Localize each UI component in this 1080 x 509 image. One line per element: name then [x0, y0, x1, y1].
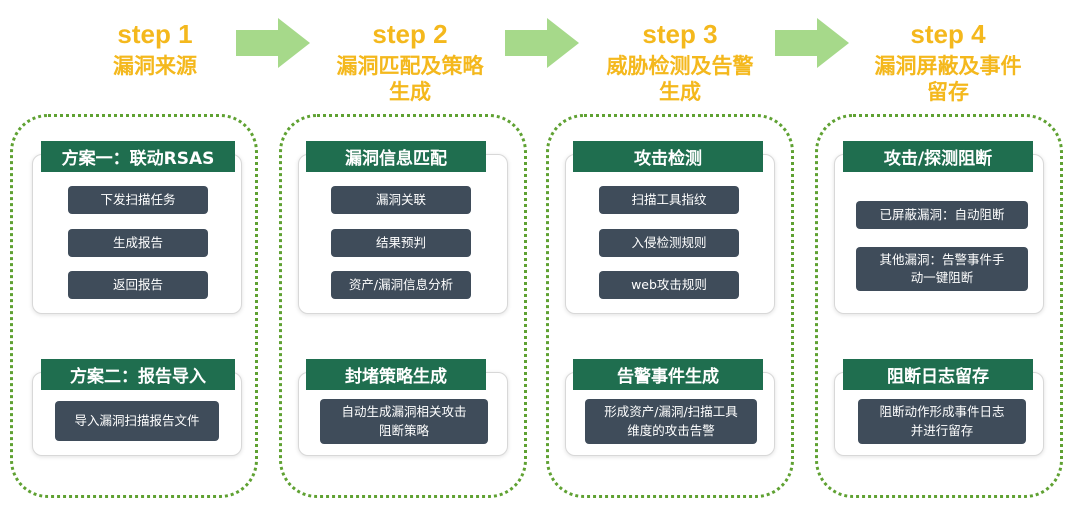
step-3-group [546, 114, 794, 498]
attack-block-header: 攻击/探测阻断 [843, 141, 1033, 172]
step-name: 威胁检测及告警 生成 [575, 53, 785, 106]
right-arrow-icon [236, 18, 310, 68]
step-number: step 3 [642, 19, 718, 49]
step-name: 漏洞来源 [113, 53, 197, 78]
vuln-match-header: 漏洞信息匹配 [306, 141, 486, 172]
step-2-title: step 2 漏洞匹配及策略 生成 [305, 20, 515, 105]
chip-web-rules: web攻击规则 [599, 271, 739, 299]
step-number: step 2 [372, 19, 448, 49]
chip-manual-block: 其他漏洞：告警事件手 动一键阻断 [856, 247, 1028, 291]
step-1-group [10, 114, 258, 498]
chip-import-report: 导入漏洞扫描报告文件 [55, 401, 219, 441]
chip-ids-rules: 入侵检测规则 [599, 229, 739, 257]
attack-detect-header: 攻击检测 [573, 141, 763, 172]
chip-auto-block: 已屏蔽漏洞：自动阻断 [856, 201, 1028, 229]
step-name-line: 生成 [659, 79, 701, 104]
chip-line: 自动生成漏洞相关攻击 [341, 404, 467, 420]
chip-result-prediction: 结果预判 [331, 229, 471, 257]
chip-line: 阻断策略 [378, 422, 429, 438]
right-arrow-icon [775, 18, 849, 68]
chip-line: 其他漏洞：告警事件手 [879, 251, 1005, 267]
chip-line: 动一键阻断 [910, 270, 974, 285]
chip-return-report: 返回报告 [68, 271, 208, 299]
step-1-title: step 1 漏洞来源 [55, 20, 255, 79]
block-policy-header: 封堵策略生成 [306, 359, 486, 390]
plan-2-header: 方案二：报告导入 [41, 359, 235, 390]
chip-alert-dimension: 形成资产/漏洞/扫描工具 维度的攻击告警 [585, 399, 757, 444]
chip-generate-report: 生成报告 [68, 229, 208, 257]
right-arrow-icon [505, 18, 579, 68]
step-number: step 1 [117, 19, 193, 49]
alert-event-header: 告警事件生成 [573, 359, 763, 390]
chip-auto-policy: 自动生成漏洞相关攻击 阻断策略 [320, 399, 488, 444]
step-name: 漏洞屏蔽及事件 留存 [843, 53, 1053, 106]
step-name-line: 留存 [927, 79, 969, 104]
chip-vuln-link: 漏洞关联 [331, 186, 471, 214]
chip-scan-task: 下发扫描任务 [68, 186, 208, 214]
chip-line: 形成资产/漏洞/扫描工具 [604, 404, 738, 420]
chip-log-retention: 阻断动作形成事件日志 并进行留存 [858, 399, 1026, 444]
block-log-header: 阻断日志留存 [843, 359, 1033, 390]
step-number: step 4 [910, 19, 986, 49]
step-name-line: 漏洞匹配及策略 [336, 53, 484, 78]
step-name-line: 威胁检测及告警 [606, 53, 754, 78]
step-name: 漏洞匹配及策略 生成 [305, 53, 515, 106]
step-2-group [279, 114, 527, 498]
chip-line: 维度的攻击告警 [627, 422, 715, 438]
chip-line: 阻断动作形成事件日志 [879, 404, 1005, 420]
step-name-line: 漏洞屏蔽及事件 [874, 53, 1022, 78]
step-4-group [815, 114, 1063, 498]
step-name-line: 生成 [389, 79, 431, 104]
chip-line: 并进行留存 [910, 422, 974, 438]
step-3-title: step 3 威胁检测及告警 生成 [575, 20, 785, 105]
chip-scan-fingerprint: 扫描工具指纹 [599, 186, 739, 214]
step-4-title: step 4 漏洞屏蔽及事件 留存 [843, 20, 1053, 105]
chip-asset-analysis: 资产/漏洞信息分析 [331, 271, 471, 299]
plan-1-header: 方案一：联动RSAS [41, 141, 235, 172]
